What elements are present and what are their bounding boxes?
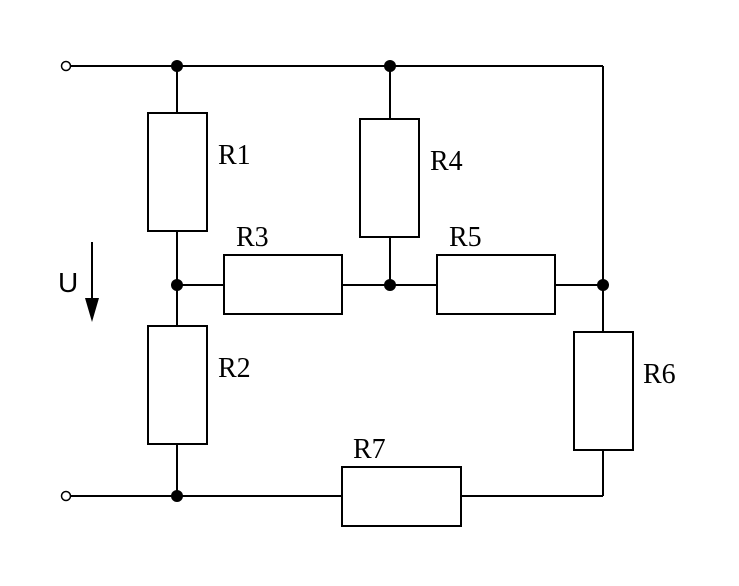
junction-node [384,60,396,72]
input-terminal-top [60,60,72,72]
junction-node [171,490,183,502]
resistors [147,112,634,527]
label-r2: R2 [218,353,251,384]
voltage-arrow: U [58,242,99,322]
resistor-r2 [147,325,208,445]
label-r1: R1 [218,140,251,171]
label-r5: R5 [449,222,482,253]
input-terminal-bottom [60,490,72,502]
terminals [60,60,72,502]
junction-node [171,60,183,72]
label-r7: R7 [353,434,386,465]
label-r6: R6 [643,359,676,390]
arrow-down-icon [85,298,99,322]
resistor-r1 [147,112,208,232]
junction-node [597,279,609,291]
resistor-r3 [223,254,343,315]
resistor-r5 [436,254,556,315]
voltage-label: U [58,267,78,298]
junction-node [384,279,396,291]
resistor-r4 [359,118,420,238]
label-r4: R4 [430,146,463,177]
resistor-r6 [573,331,634,451]
junction-node [171,279,183,291]
resistor-labels: R1 R2 R3 R4 R5 R6 R7 [218,140,676,465]
resistor-r7 [341,466,462,527]
junctions [171,60,609,502]
label-r3: R3 [236,222,269,253]
